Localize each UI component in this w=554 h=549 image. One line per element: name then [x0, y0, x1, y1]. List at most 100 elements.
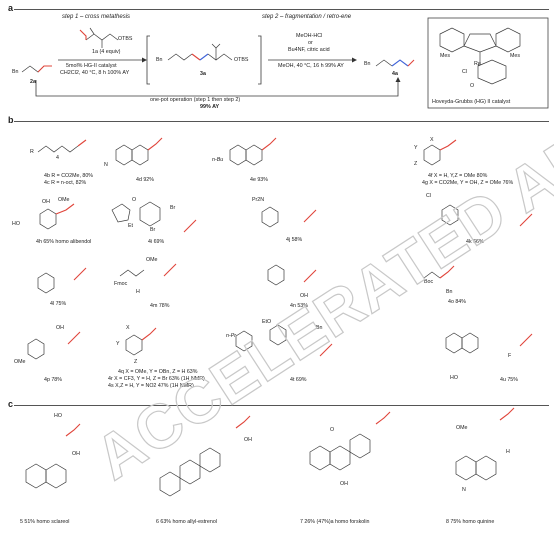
compound-4i-structure	[111, 201, 197, 233]
compound-5-structure	[25, 423, 81, 489]
compound-4g-label: 4g X = CO2Me, Y = OH, Z = OMe 76%	[422, 180, 514, 186]
compound-8-structure	[455, 407, 515, 481]
frag-5-oh: OH	[72, 451, 80, 457]
catalyst-box	[427, 17, 549, 109]
section-b-label: b	[8, 115, 14, 125]
intermediate-label: 3a	[200, 71, 206, 77]
compound-4q-4s-structure	[125, 327, 157, 356]
catalyst-cl: Cl	[462, 69, 468, 75]
frag-4f-z: Z	[414, 161, 418, 167]
frag-4j-pr2n: Pr2N	[252, 197, 265, 203]
frag-4p-ome: OMe	[14, 359, 26, 365]
step1-reagent: 1a (4 equiv)	[92, 49, 121, 55]
compound-4a-label: 4a	[392, 71, 398, 77]
compound-4r-label: 4r X = CF3, Y = H, Z = Br 63% (1H NMR)	[108, 376, 205, 382]
frag-4h-ome: OMe	[58, 197, 70, 203]
frag-5-ho: HO	[54, 413, 62, 419]
compound-4a-bn: Bn	[364, 61, 371, 67]
compound-4j-structure	[261, 206, 317, 228]
compound-4f-label: 4f X = H, Y,Z = OMe 80%	[428, 173, 488, 179]
frag-4f-x: X	[430, 137, 434, 143]
compound-4n-structure	[267, 264, 317, 286]
frag-4t-bn: Bn	[316, 325, 323, 331]
compound-6-label: 6 63% homo allyl-estrenol	[156, 519, 217, 525]
frag-4u-ho: HO	[450, 375, 458, 381]
frag-4p-oh: OH	[56, 325, 64, 331]
compound-4c-label: 4c R = n-oct, 82%	[44, 180, 87, 186]
compound-4h-structure	[39, 203, 75, 230]
intermediate-bn: Bn	[156, 57, 163, 63]
compound-4k-structure	[441, 204, 533, 227]
frag-4d-n: N	[104, 162, 108, 168]
frag-4h-ho: HO	[12, 221, 20, 227]
section-c-rule	[14, 405, 549, 406]
frag-4t-npr: n-Pr	[226, 333, 237, 339]
compound-4s-label: 4s X,Z = H, Y = NO2 47% (1H NMR)	[108, 383, 194, 389]
frag-4q-x: X	[126, 325, 130, 331]
step2-title: step 2 – fragmentation / retro-ene	[262, 14, 352, 20]
frag-6-oh: OH	[244, 437, 252, 443]
compound-5-label: 5 51% homo sclareol	[20, 519, 70, 525]
reagent-1a-structure	[79, 27, 119, 48]
frag-4m-h: H	[136, 289, 140, 295]
intermediate-otbs: OTBS	[234, 57, 249, 63]
catalyst-mes-right: Mes	[510, 53, 521, 59]
compound-4d-label: 4d 92%	[136, 177, 154, 183]
catalyst-mes-left: Mes	[440, 53, 451, 59]
step1-conditions: CH2Cl2, 40 °C, 8 h 100% AY	[60, 70, 130, 76]
onepot-line1: one-pot operation (step 1 then step 2)	[150, 97, 241, 103]
compound-4n-label: 4n 53%	[290, 303, 308, 309]
catalyst-box-label: Hoveyda-Grubbs (HG) II catalyst	[432, 99, 511, 105]
compound-4o-label: 4o 84%	[448, 299, 466, 305]
section-a-rule	[14, 9, 549, 10]
compound-4m-structure	[119, 263, 177, 277]
step2-line3: Bu4NF, citric acid	[288, 47, 330, 53]
step1-title: step 1 – cross metathesis	[62, 14, 131, 20]
step1-arrow	[58, 57, 147, 63]
frag-4q-y: Y	[116, 341, 120, 347]
compound-4t-label: 4t 69%	[290, 377, 307, 383]
compound-4k-label: 4k 66%	[466, 239, 484, 245]
frag-4o-bn: Bn	[446, 289, 453, 295]
frag-4b-r: R	[30, 149, 34, 155]
frag-4i-br2: Br	[150, 227, 156, 233]
onepot-path	[35, 77, 401, 97]
compound-7-label: 7 26% (47%)a homo forskolin	[300, 519, 370, 525]
intermediate-bracket	[146, 35, 262, 85]
frag-7-oh: OH	[340, 481, 348, 487]
compound-4m-label: 4m 78%	[150, 303, 170, 309]
compound-2a-structure	[21, 65, 52, 73]
frag-8-n: N	[462, 487, 466, 493]
frag-4m-fmoc: Fmoc	[114, 281, 128, 287]
compound-4f-4g-structure	[423, 139, 457, 166]
reagent-otbs: OTBS	[118, 36, 133, 42]
frag-4i-o: O	[132, 197, 137, 203]
frag-4m-ome: OMe	[146, 257, 158, 263]
frag-4h-oh: OH	[42, 199, 50, 205]
compound-4u-label: 4u 75%	[500, 377, 518, 383]
section-c-label: c	[8, 399, 14, 409]
compound-4t-structure	[235, 324, 333, 357]
step1-catalyst: 5mol% HG-II catalyst	[66, 63, 117, 69]
compound-4u-structure	[445, 332, 533, 354]
frag-4e-nbu: n-Bu	[212, 157, 224, 163]
onepot-line2: 99% AY	[200, 104, 220, 110]
frag-4f-y: Y	[414, 145, 418, 151]
compound-4p-structure	[27, 331, 81, 360]
compound-7-structure	[309, 411, 391, 471]
frag-4o-boc: Boc	[424, 279, 434, 285]
step2-arrow	[268, 57, 357, 63]
frag-8-h: H	[506, 449, 510, 455]
section-a-label: a	[8, 3, 14, 13]
step2-line4: MeOH, 40 °C, 16 h 99% AY	[278, 63, 344, 69]
compound-4e-label: 4e 93%	[250, 177, 268, 183]
compound-4p-label: 4p 78%	[44, 377, 62, 383]
frag-4t-eto: EtO	[262, 319, 272, 325]
compound-4h-label: 4h 65% homo alibendol	[36, 239, 92, 245]
compound-4j-label: 4j 58%	[286, 237, 303, 243]
frag-4b-n: 4	[56, 155, 59, 161]
frag-4i-br1: Br	[170, 205, 176, 211]
